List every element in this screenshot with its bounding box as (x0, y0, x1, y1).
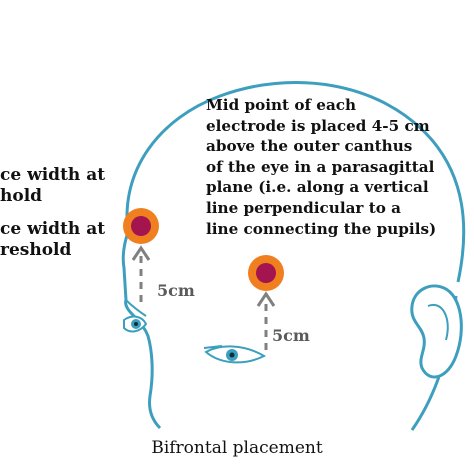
front-eye-pupil (229, 352, 235, 358)
forehead-distance-label: 5cm (272, 326, 310, 345)
description-line: line perpendicular to a (206, 198, 401, 217)
nose-line (125, 299, 147, 317)
left-label-4: reshold (0, 240, 72, 260)
forehead-electrode (248, 255, 284, 291)
front-eyebrow (203, 345, 223, 349)
left-label-2: hold (0, 186, 43, 206)
side-eye-pupil (134, 322, 138, 326)
description-line: plane (i.e. along a vertical (206, 178, 429, 197)
placement-description: Mid point of each electrode is placed 4-… (206, 95, 474, 239)
ear-inner (427, 303, 449, 341)
description-line: of the eye in a parasagittal (206, 157, 435, 176)
description-line: Mid point of each (206, 96, 357, 114)
temple-distance-label: 5cm (157, 281, 195, 300)
left-label-3: ce width at (0, 219, 106, 239)
description-line: electrode is placed 4-5 cm (206, 116, 430, 135)
description-line: line connecting the pupils) (206, 219, 437, 238)
forehead-arrow-head (256, 291, 276, 307)
head-outline (125, 81, 466, 283)
figure-caption: Bifrontal placement (151, 438, 323, 458)
left-label-1: ce width at (0, 165, 106, 185)
ear-outline (410, 284, 463, 379)
description-line: above the outer canthus (206, 137, 413, 156)
temple-electrode (123, 208, 159, 244)
temple-arrow-head (131, 245, 151, 261)
